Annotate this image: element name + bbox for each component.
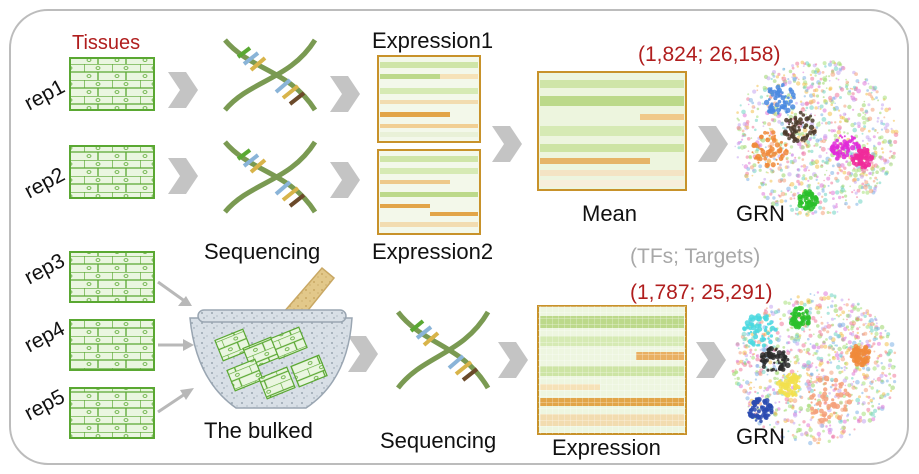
tissues-label: Tissues bbox=[72, 32, 141, 54]
sequencing-bottom-label: Sequencing bbox=[380, 428, 497, 453]
the-bulked-label: The bulked bbox=[204, 418, 313, 443]
merge-arrows bbox=[157, 280, 194, 414]
arrows bbox=[168, 72, 728, 378]
tissue-rep4-icon bbox=[69, 319, 155, 371]
expression-label: Expression bbox=[552, 435, 661, 460]
counts-bottom-label: (1,787; 25,291) bbox=[630, 281, 773, 304]
tissue-rep1-icon bbox=[69, 57, 155, 111]
expression2-label: Expression2 bbox=[372, 239, 494, 264]
grn-top-label: GRN bbox=[736, 201, 785, 226]
heatmap-expression bbox=[537, 305, 687, 435]
heatmap-mean bbox=[537, 71, 687, 191]
dna-middle-icon bbox=[223, 140, 318, 214]
heatmap-expression1 bbox=[377, 55, 481, 143]
dna-bottom-icon bbox=[396, 310, 491, 390]
expression1-label: Expression1 bbox=[372, 28, 494, 53]
tissue-rep2-icon bbox=[69, 145, 155, 199]
dna-top-icon bbox=[223, 38, 318, 112]
grn-bottom-label: GRN bbox=[736, 424, 785, 449]
tissue-rep5-icon bbox=[69, 387, 155, 439]
tfs-targets-label: (TFs; Targets) bbox=[630, 245, 761, 268]
grn-bottom-network bbox=[731, 291, 897, 446]
heatmap-expression2 bbox=[377, 149, 481, 235]
counts-top-label: (1,824; 26,158) bbox=[638, 43, 781, 66]
mortar-pestle-icon bbox=[189, 266, 353, 409]
mean-label: Mean bbox=[582, 201, 638, 226]
grn-top-network bbox=[734, 60, 899, 217]
tissue-rep3-icon bbox=[69, 251, 155, 303]
sequencing-top-label: Sequencing bbox=[204, 239, 321, 264]
